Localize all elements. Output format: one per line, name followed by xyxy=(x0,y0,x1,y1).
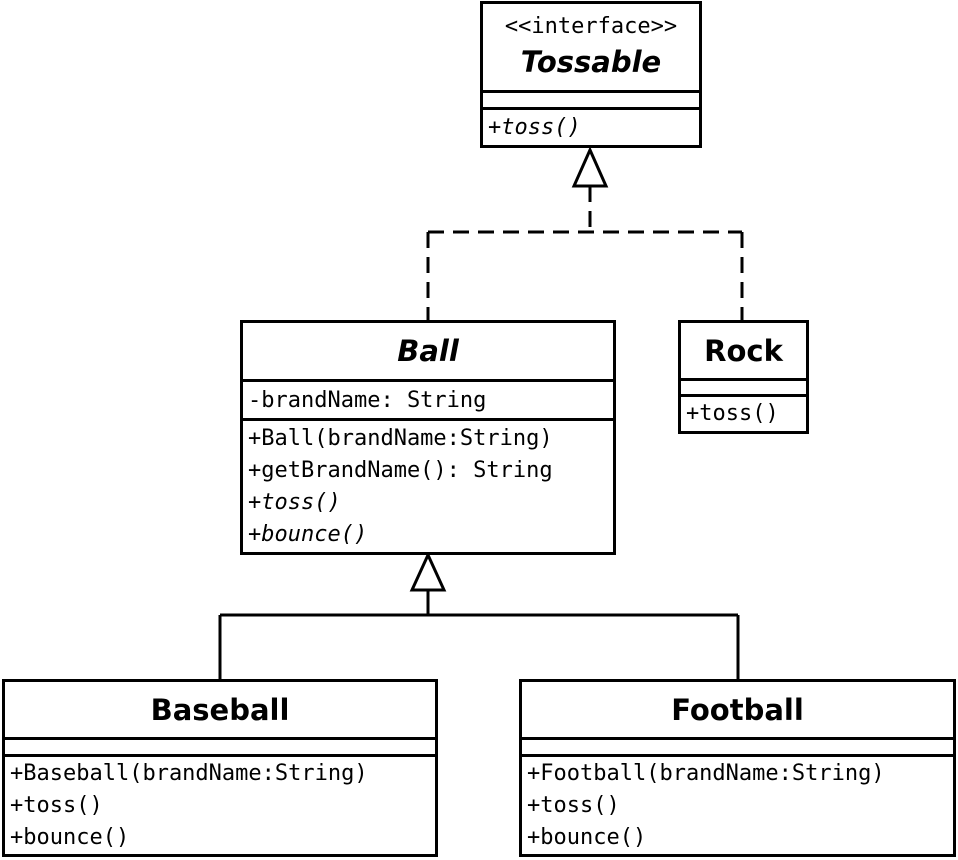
baseball-class-box[interactable]: Baseball +Baseball(brandName:String) +to… xyxy=(2,679,438,857)
rock-header: Rock xyxy=(681,323,806,378)
baseball-header: Baseball xyxy=(5,682,435,737)
tossable-attributes-section xyxy=(483,90,699,107)
rock-class-name: Rock xyxy=(704,333,783,368)
ball-method: +bounce() xyxy=(248,522,368,547)
ball-method: +getBrandName(): String xyxy=(248,458,553,483)
baseball-class-name: Baseball xyxy=(150,692,290,727)
baseball-methods-section: +Baseball(brandName:String) +toss() +bou… xyxy=(5,754,435,854)
ball-class-name: Ball xyxy=(397,334,459,368)
rock-method: +toss() xyxy=(686,401,779,426)
baseball-method: +bounce() xyxy=(10,825,130,850)
ball-methods-section: +Ball(brandName:String) +getBrandName():… xyxy=(243,418,613,551)
tossable-header: <<interface>> Tossable xyxy=(483,4,699,90)
ball-class-box[interactable]: Ball -brandName: String +Ball(brandName:… xyxy=(240,320,616,555)
football-method: +toss() xyxy=(527,793,620,818)
ball-method: +toss() xyxy=(248,490,341,515)
ball-header: Ball xyxy=(243,323,613,379)
generalization-connector xyxy=(218,590,740,679)
realization-arrowhead xyxy=(571,146,609,188)
rock-class-box[interactable]: Rock +toss() xyxy=(678,320,809,434)
baseball-attributes-section xyxy=(5,737,435,754)
football-class-box[interactable]: Football +Football(brandName:String) +to… xyxy=(519,679,956,857)
baseball-method: +toss() xyxy=(10,793,103,818)
realization-connector xyxy=(426,186,744,320)
tossable-method: +toss() xyxy=(488,115,581,140)
tossable-class-name: Tossable xyxy=(520,45,662,79)
rock-methods-section: +toss() xyxy=(681,394,806,430)
tossable-methods-section: +toss() xyxy=(483,107,699,144)
tossable-interface-box[interactable]: <<interface>> Tossable +toss() xyxy=(480,1,702,148)
interface-stereotype: <<interface>> xyxy=(504,14,678,39)
ball-attribute: -brandName: String xyxy=(248,388,487,413)
football-methods-section: +Football(brandName:String) +toss() +bou… xyxy=(522,754,953,854)
football-method: +Football(brandName:String) xyxy=(527,761,885,786)
baseball-method: +Baseball(brandName:String) xyxy=(10,761,368,786)
football-header: Football xyxy=(522,682,953,737)
ball-method: +Ball(brandName:String) xyxy=(248,426,553,451)
football-method: +bounce() xyxy=(527,825,647,850)
generalization-arrowhead xyxy=(409,551,447,592)
ball-attributes-section: -brandName: String xyxy=(243,379,613,418)
football-attributes-section xyxy=(522,737,953,754)
rock-attributes-section xyxy=(681,378,806,394)
football-class-name: Football xyxy=(671,692,804,727)
